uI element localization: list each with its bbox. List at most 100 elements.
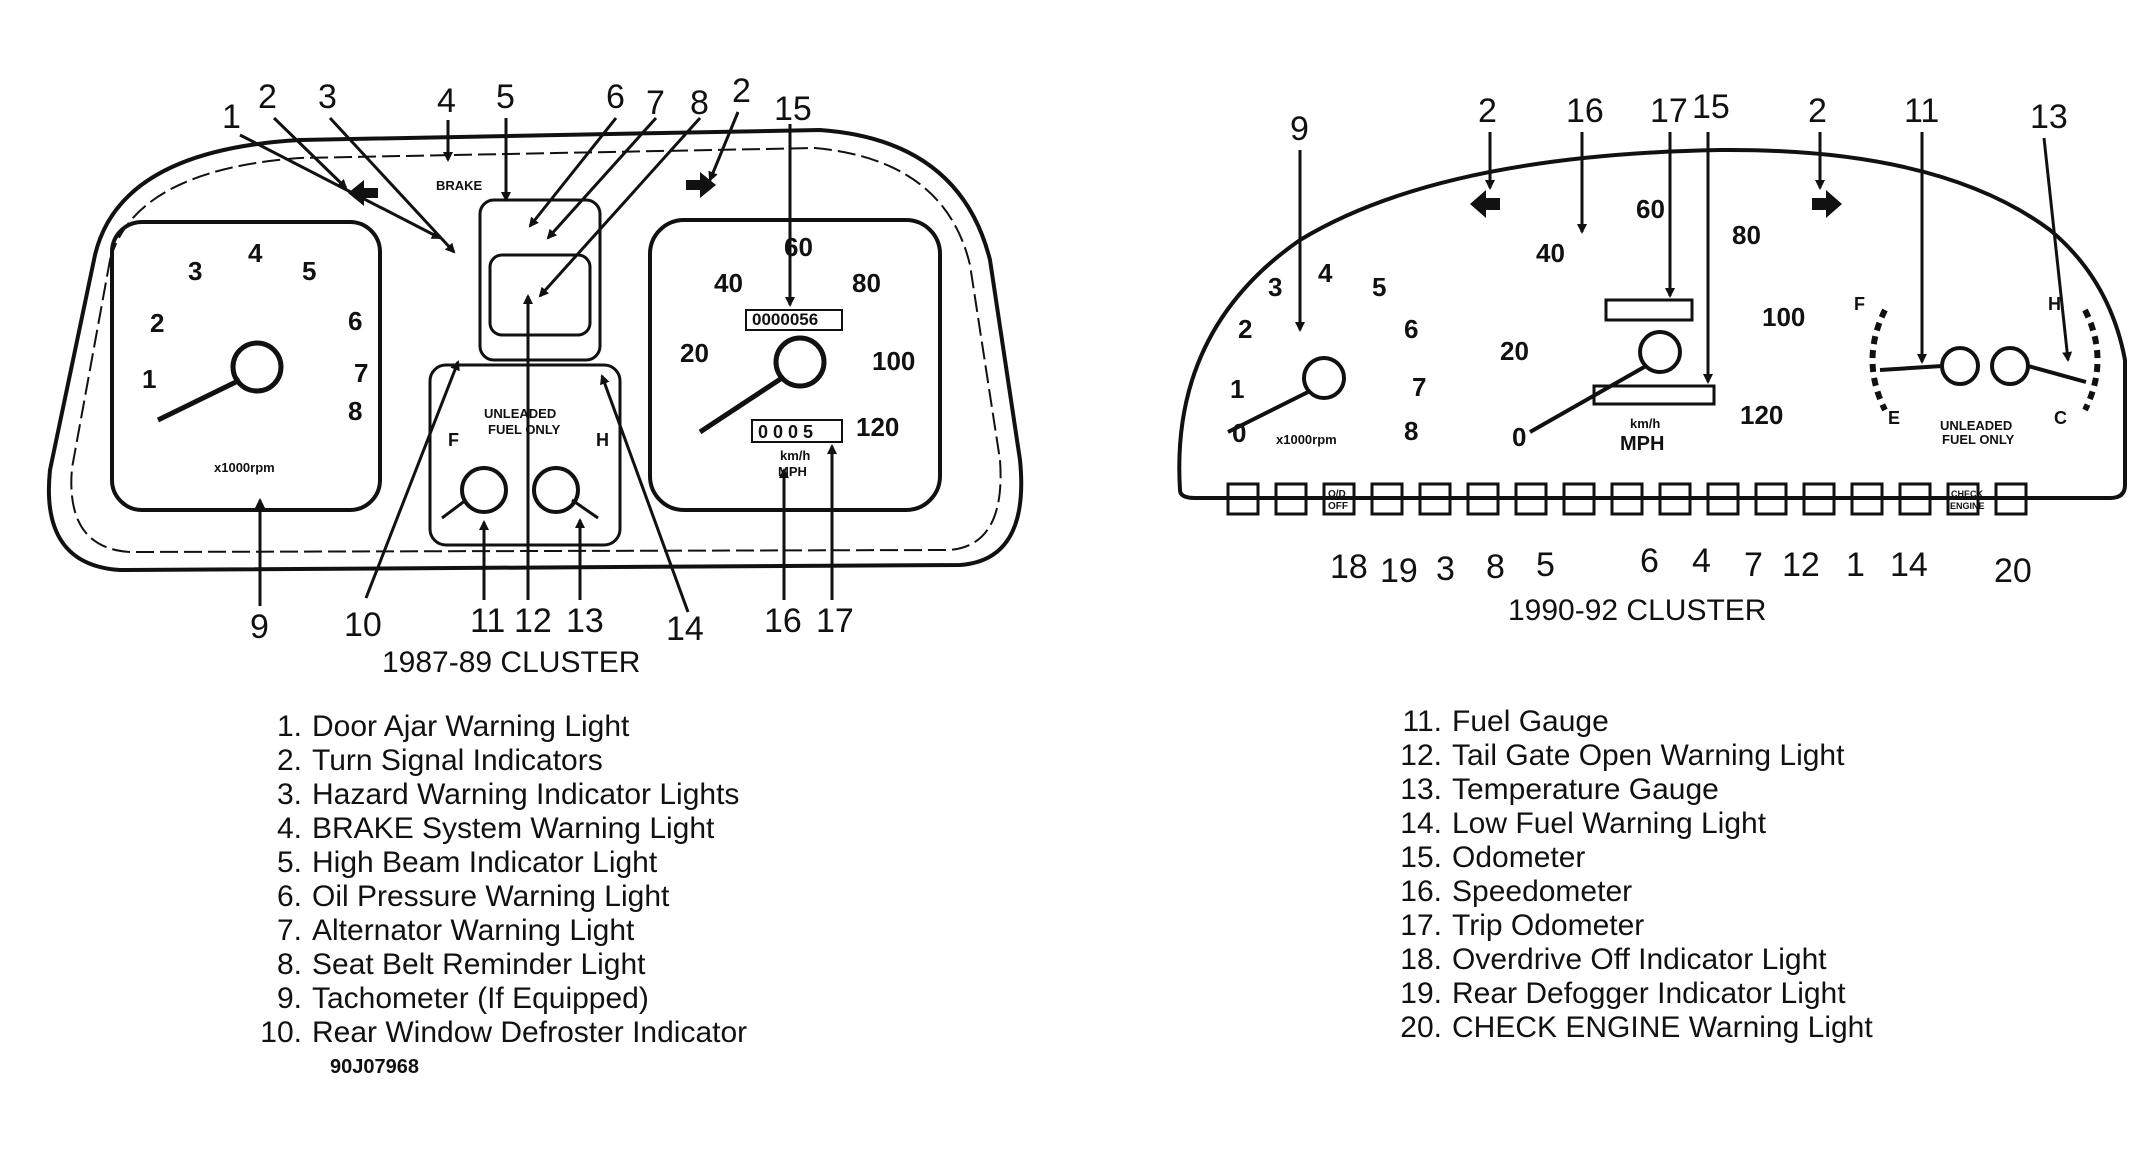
right-callout-2b: 2 <box>1808 92 1827 130</box>
indicator-box-seat-belt <box>1466 482 1500 516</box>
right-cluster-text: 9 2 16 17 15 2 11 13 18 19 3 8 5 6 4 7 1… <box>1230 88 2068 627</box>
left-callout-12: 12 <box>514 602 552 640</box>
legend-item: 20.CHECK ENGINE Warning Light <box>1400 1011 1873 1044</box>
right-gauge-c: C <box>2054 408 2067 428</box>
left-turn-arrow-left <box>348 180 378 206</box>
left-temp-needle <box>571 498 599 520</box>
right-fuel-text-1: UNLEADED <box>1940 418 2012 433</box>
left-fuel-gauge-hub <box>460 466 508 514</box>
left-speedo-needle <box>698 375 784 435</box>
right-callout-6: 6 <box>1640 542 1659 580</box>
legend-item: 15.Odometer <box>1400 841 1586 874</box>
right-fuel-needle <box>1879 364 1943 372</box>
right-callout-14: 14 <box>1890 546 1928 584</box>
left-arrow-2b <box>708 111 740 182</box>
indicator-box-blank-2 <box>1274 482 1308 516</box>
left-tach-tick-1: 1 <box>142 364 156 394</box>
right-callout-5: 5 <box>1536 546 1555 584</box>
indicator-box-brake <box>1658 482 1692 516</box>
left-tach-tick-4: 4 <box>248 238 263 268</box>
left-callout-15: 15 <box>774 90 812 128</box>
right-callout-15: 15 <box>1692 88 1730 126</box>
left-cluster <box>46 111 1024 613</box>
left-center-panel <box>428 363 622 547</box>
legend-item: 16.Speedometer <box>1400 875 1633 908</box>
right-speed-tick-60: 60 <box>1636 194 1665 224</box>
right-tach-tick-4: 4 <box>1318 258 1333 288</box>
right-speed-tick-20: 20 <box>1500 336 1529 366</box>
right-tach-tick-1: 1 <box>1230 374 1244 404</box>
indicator-box-blank-5 <box>1994 482 2028 516</box>
left-gauge-h: H <box>596 430 609 450</box>
right-arrow-13 <box>2042 137 2073 362</box>
right-callout-13: 13 <box>2030 98 2068 136</box>
left-speed-tick-20: 20 <box>680 338 709 368</box>
left-trip-box <box>751 419 843 443</box>
legend-item: 9.Tachometer (If Equipped) <box>276 982 649 1015</box>
left-car-display <box>488 253 592 337</box>
left-callout-14: 14 <box>666 610 704 648</box>
right-callout-9: 9 <box>1290 110 1309 148</box>
right-speedo-needle <box>1529 364 1647 434</box>
legend-item: 13.Temperature Gauge <box>1400 773 1719 806</box>
legend-item: 18.Overdrive Off Indicator Light <box>1400 943 1827 976</box>
left-trip-value: 0 0 0 5 <box>758 422 813 442</box>
right-tach-tick-3: 3 <box>1268 272 1282 302</box>
left-cluster-outer-housing <box>46 127 1024 573</box>
left-cluster-text: 1 2 3 4 5 6 7 8 2 15 9 10 11 12 13 14 16… <box>142 72 915 679</box>
indicator-box-blank-3 <box>1562 482 1596 516</box>
right-trip-display <box>1604 298 1694 322</box>
left-callout-17: 17 <box>816 602 854 640</box>
left-speed-tick-100: 100 <box>872 346 915 376</box>
left-fuel-text-1: UNLEADED <box>484 406 556 421</box>
right-gauge-f: F <box>1854 294 1865 314</box>
left-callout-1: 1 <box>222 98 241 136</box>
left-warning-window <box>478 198 602 362</box>
indicator-box-door-ajar <box>1802 482 1836 516</box>
right-fuel-scale <box>1869 308 1888 412</box>
right-speed-tick-100: 100 <box>1762 302 1805 332</box>
right-temp-scale <box>2082 308 2101 412</box>
right-check-engine-1: CHECK <box>1951 489 1984 499</box>
right-callout-19: 19 <box>1380 552 1418 590</box>
right-speedo-hub <box>1638 330 1682 374</box>
left-speed-tick-40: 40 <box>714 268 743 298</box>
right-tach-tick-0: 0 <box>1232 418 1246 448</box>
left-tach-hub <box>230 340 284 394</box>
legend-item: 19.Rear Defogger Indicator Light <box>1400 977 1846 1010</box>
legend-item: 5.High Beam Indicator Light <box>276 846 658 879</box>
left-caption: 1987-89 CLUSTER <box>382 646 640 679</box>
left-tach-tick-2: 2 <box>150 308 164 338</box>
left-callout-8: 8 <box>690 84 709 122</box>
legend-item: 11.Fuel Gauge <box>1402 705 1609 738</box>
indicator-box-blank-4 <box>1898 482 1932 516</box>
right-callout-8: 8 <box>1486 548 1505 586</box>
left-speedo-hub <box>773 335 827 389</box>
right-gauge-e: E <box>1888 408 1900 428</box>
left-callout-2: 2 <box>258 78 277 116</box>
right-fuel-gauge-hub <box>1940 346 1980 386</box>
left-odometer-box <box>745 309 843 331</box>
left-callout-7: 7 <box>646 84 665 122</box>
left-callout-6: 6 <box>606 78 625 116</box>
left-callout-11: 11 <box>470 602 505 640</box>
right-callout-16: 16 <box>1566 92 1604 130</box>
right-speed-tick-0: 0 <box>1512 422 1526 452</box>
left-arrow-10 <box>364 360 460 599</box>
right-turn-arrow-right <box>1812 190 1842 218</box>
right-callout-17: 17 <box>1650 92 1688 130</box>
indicator-box-high-beam <box>1514 482 1548 516</box>
left-speed-tick-60: 60 <box>784 232 813 262</box>
left-callout-16: 16 <box>764 602 802 640</box>
left-arrow-3 <box>328 116 456 254</box>
left-tach-face <box>110 220 382 512</box>
legend-item: 4.BRAKE System Warning Light <box>276 812 715 845</box>
right-tach-tick-8: 8 <box>1404 416 1418 446</box>
right-callout-11: 11 <box>1904 92 1939 130</box>
left-callout-13: 13 <box>566 602 604 640</box>
left-arrow-8 <box>538 116 702 298</box>
indicator-box-check-engine <box>1946 482 1980 516</box>
left-tach-tick-7: 7 <box>354 358 368 388</box>
right-indicator-row <box>1226 482 2028 516</box>
